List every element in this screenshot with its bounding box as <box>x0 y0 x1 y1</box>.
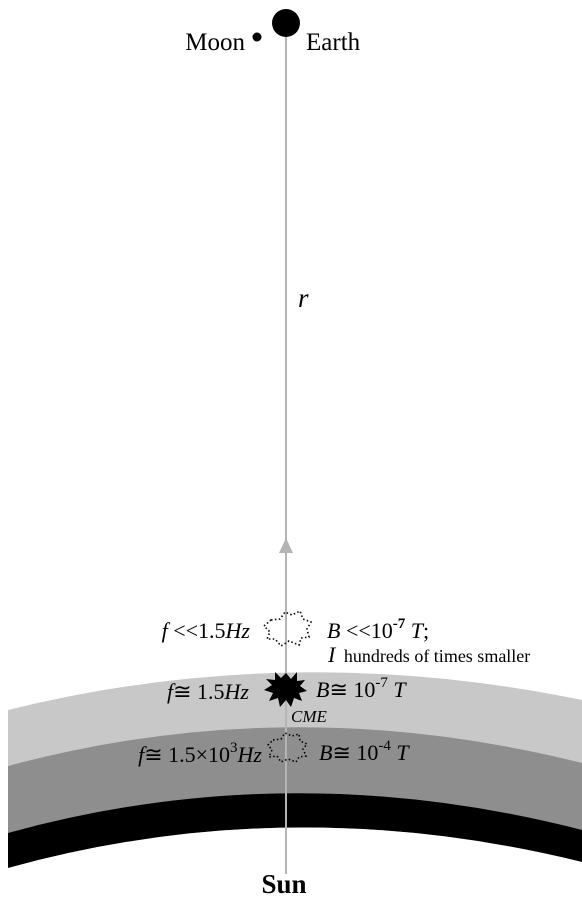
sun-label: Sun <box>261 869 306 897</box>
earth-label: Earth <box>306 29 361 56</box>
current-note: I hundreds of times smaller <box>327 642 530 667</box>
earth-body <box>272 9 300 37</box>
axis-arrowhead <box>279 538 293 553</box>
distance-label: r <box>298 283 309 313</box>
outer-field-label: B <<10-7 T; <box>327 608 429 643</box>
dark-layer-frequency: f≅ 1.5×103Hz <box>138 740 262 767</box>
cme-label: CME <box>291 707 328 726</box>
moon-body <box>253 33 262 42</box>
light-layer-frequency: f≅ 1.5Hz <box>167 679 249 704</box>
moon-label: Moon <box>185 29 245 56</box>
outer-frequency-label: f <<1.5Hz <box>162 618 251 643</box>
expanded-cloud-outline <box>264 611 311 646</box>
light-layer-field: B≅ 10-7 T <box>316 667 407 702</box>
